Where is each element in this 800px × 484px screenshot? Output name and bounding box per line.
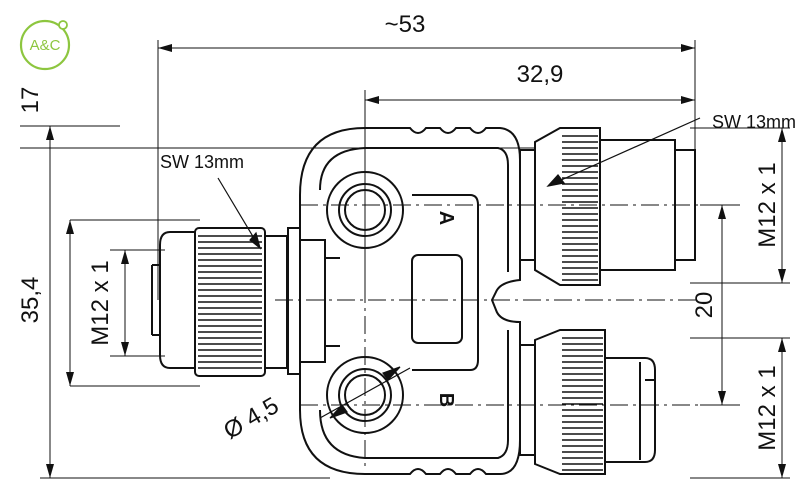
label-thread-right-top: M12 x 1	[754, 162, 781, 247]
port-label-b: B	[435, 393, 457, 407]
hole-a	[326, 171, 404, 249]
label-wrench-right: SW 13mm	[712, 112, 796, 132]
mounting-holes	[326, 171, 404, 434]
label-wrench-left: SW 13mm	[160, 152, 244, 172]
left-connector	[151, 227, 288, 377]
wrench-leaders	[217, 117, 701, 250]
dim-hole-diameter: Ø 4,5	[219, 392, 283, 445]
dim-overall-height: 35,4	[17, 277, 44, 324]
splitter-housing	[287, 127, 521, 475]
right-bottom-knurl	[562, 337, 603, 471]
hole-b	[326, 356, 404, 434]
label-thread-right-bottom: M12 x 1	[754, 365, 781, 450]
diameter-leader	[319, 366, 411, 419]
left-knurl	[198, 235, 262, 369]
dim-port-spacing: 20	[691, 292, 718, 319]
right-top-knurl	[562, 135, 598, 281]
dimension-lines	[20, 40, 790, 479]
dim-top-offset: 17	[17, 87, 44, 114]
dim-overall-width: ~53	[385, 11, 426, 38]
dim-partial-width: 32,9	[517, 61, 564, 88]
right-bottom-connector	[519, 329, 656, 475]
port-label-a: A	[435, 211, 457, 225]
brand-logo: A&C	[19, 19, 71, 71]
logo-text: A&C	[30, 37, 61, 54]
right-top-connector	[519, 127, 696, 286]
label-thread-left: M12 x 1	[87, 260, 114, 345]
dimension-arrowheads	[46, 44, 786, 478]
